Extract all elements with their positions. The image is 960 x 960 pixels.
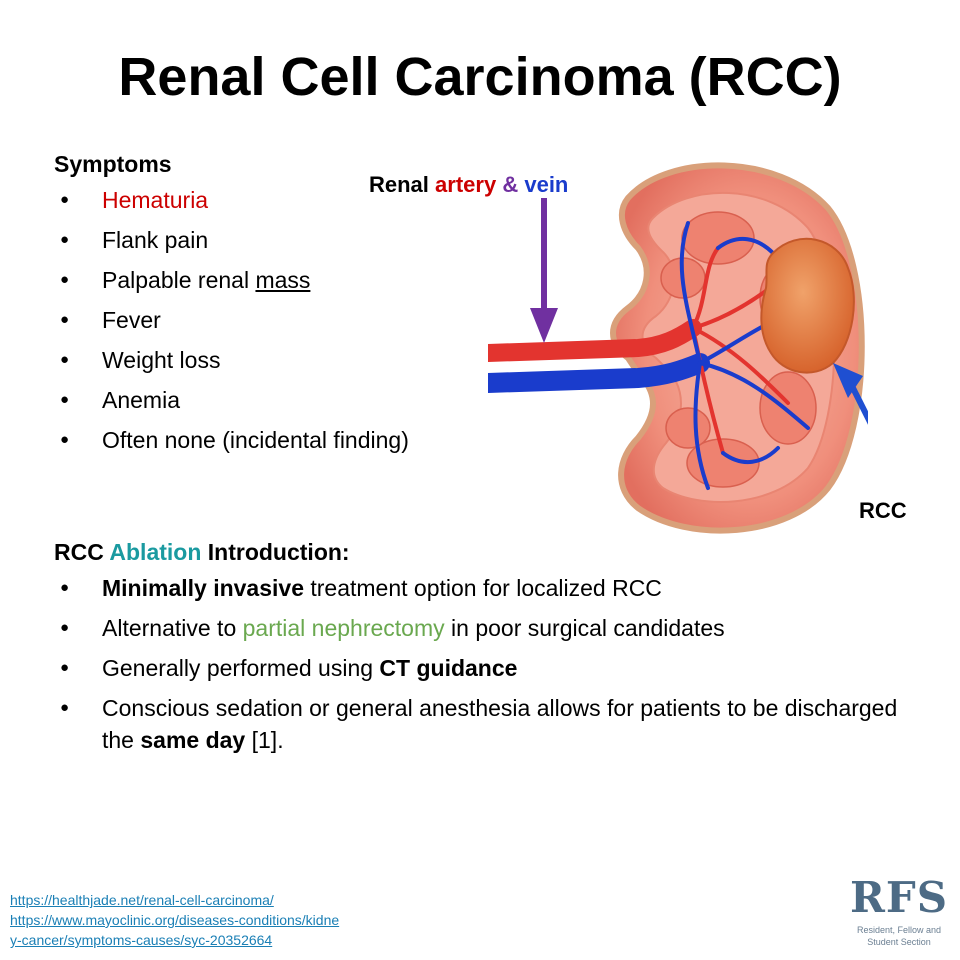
- bullet-icon: ●: [60, 391, 70, 408]
- symptom-palpable-text: Palpable renal: [102, 267, 256, 293]
- blue-arrow-head: [833, 363, 863, 398]
- list-item: ● Conscious sedation or general anesthesi…: [54, 688, 934, 760]
- symptom-anemia: Anemia: [102, 387, 180, 413]
- ablation-item-text: Alternative to: [102, 615, 243, 641]
- list-item: ● Anemia: [54, 380, 494, 420]
- blue-arrow-shaft: [845, 376, 868, 425]
- ablation-item-text: Generally performed using: [102, 655, 380, 681]
- ablation-partial-nephrectomy: partial nephrectomy: [242, 615, 445, 641]
- rfs-logo: RFS Resident, Fellow and Student Section: [846, 876, 952, 948]
- list-item: ● Generally performed using CT guidance: [54, 648, 934, 688]
- renal-vein: [488, 353, 710, 393]
- list-item: ● Fever: [54, 300, 494, 340]
- symptom-weight-loss: Weight loss: [102, 347, 221, 373]
- bullet-icon: ●: [60, 311, 70, 328]
- ablation-ct-guidance: CT guidance: [379, 655, 518, 681]
- ablation-section: RCC Ablation Introduction: ● Minimally in…: [54, 536, 934, 760]
- slide-title: Renal Cell Carcinoma (RCC): [118, 47, 842, 107]
- label-ampersand: &: [502, 172, 519, 197]
- symptom-fever: Fever: [102, 307, 161, 333]
- kidney-illustration: [488, 162, 868, 534]
- symptom-mass-underlined: mass: [255, 267, 311, 293]
- list-item: ● Weight loss: [54, 340, 494, 380]
- renal-artery: [488, 319, 702, 362]
- references: https://healthjade.net/renal-cell-carcin…: [10, 890, 339, 950]
- bullet-icon: ●: [60, 271, 70, 288]
- rcc-label: RCC: [859, 498, 907, 523]
- symptom-flank-pain: Flank pain: [102, 227, 209, 253]
- label-renal: Renal: [369, 172, 429, 197]
- reference-link-mayoclinic-cont[interactable]: y-cancer/symptoms-causes/syc-20352664: [10, 932, 273, 948]
- rfs-logo-line1: Resident, Fellow and: [856, 925, 942, 935]
- ablation-heading-post: Introduction:: [207, 539, 350, 565]
- bullet-icon: ●: [60, 191, 70, 208]
- ablation-item-text: Conscious sedation or general anesthesia…: [102, 695, 898, 753]
- reference-link-mayoclinic[interactable]: https://www.mayoclinic.org/diseases-cond…: [10, 912, 340, 928]
- symptom-often-none: Often none (incidental finding): [102, 427, 409, 453]
- ablation-minimally-invasive: Minimally invasive: [102, 575, 304, 601]
- ablation-item-text: treatment option for localized RCC: [303, 575, 662, 601]
- list-item: ● Often none (incidental finding): [54, 420, 494, 460]
- ablation-citation: [1].: [245, 727, 284, 753]
- list-item: ● Palpable renal mass: [54, 260, 494, 300]
- bullet-icon: ●: [60, 431, 70, 448]
- bullet-icon: ●: [60, 619, 70, 636]
- bullet-icon: ●: [60, 231, 70, 248]
- list-item: ● Minimally invasive treatment option for…: [54, 568, 934, 608]
- bullet-icon: ●: [60, 351, 70, 368]
- rfs-logo-mark: RFS: [849, 873, 949, 922]
- renal-artery-vein-label: Renal artery & vein: [369, 172, 568, 198]
- ablation-list: ● Minimally invasive treatment option for…: [54, 568, 934, 760]
- list-item: ● Hematuria: [54, 180, 494, 220]
- rfs-logo-line2: Student Section: [867, 937, 931, 947]
- reference-link-healthjade[interactable]: https://healthjade.net/renal-cell-carcin…: [10, 892, 274, 908]
- bullet-icon: ●: [60, 579, 70, 596]
- purple-arrow-head: [530, 308, 558, 343]
- ablation-heading-pre: RCC: [54, 539, 104, 565]
- ablation-item-text: in poor surgical candidates: [444, 615, 725, 641]
- bullet-icon: ●: [60, 699, 70, 716]
- label-vein: vein: [524, 172, 569, 197]
- ablation-same-day: same day: [140, 727, 246, 753]
- label-artery: artery: [435, 172, 497, 197]
- list-item: ● Alternative to partial nephrectomy in p…: [54, 608, 934, 648]
- symptoms-list: ● Hematuria ● Flank pain ● Palpable renal m…: [54, 180, 494, 460]
- ablation-heading-accent: Ablation: [109, 539, 202, 565]
- symptoms-heading: Symptoms: [54, 151, 172, 177]
- list-item: ● Flank pain: [54, 220, 494, 260]
- rcc-tumor: [760, 237, 855, 374]
- bullet-icon: ●: [60, 659, 70, 676]
- symptom-hematuria: Hematuria: [102, 187, 209, 213]
- ablation-heading: RCC Ablation Introduction:: [54, 536, 934, 568]
- symptoms-section: Symptoms ● Hematuria ● Flank pain ● Palpabl…: [54, 148, 494, 460]
